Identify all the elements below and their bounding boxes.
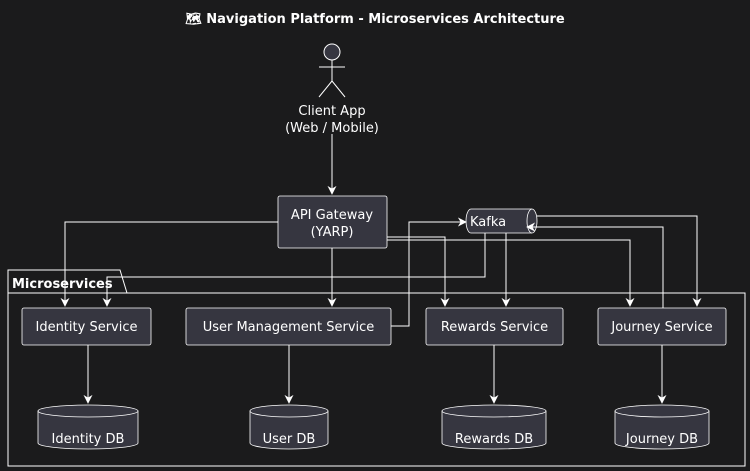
kafka-queue-node (465, 208, 538, 234)
edge-journey-to-kafka (526, 222, 664, 308)
edge-kafka-to-identity (102, 233, 486, 307)
rewards-service-label: Rewards Service (441, 320, 548, 335)
journey-db-label: Journey DB (625, 432, 698, 447)
client-app-label: Client App (298, 104, 365, 119)
rewards-db-label: Rewards DB (455, 432, 533, 447)
kafka-label: Kafka (470, 215, 506, 230)
microservices-package-label: Microservices (12, 277, 113, 292)
identity-db-label: Identity DB (52, 432, 125, 447)
rewards-db-node (441, 404, 547, 450)
client-app-actor (318, 43, 346, 98)
edge-gateway-to-journey (387, 239, 635, 307)
api-gateway-label: API Gateway (291, 208, 373, 223)
journey-db-node (614, 404, 710, 450)
identity-db-node (37, 404, 139, 450)
user-management-service-label: User Management Service (203, 320, 375, 335)
journey-service-label: Journey Service (610, 320, 712, 335)
api-gateway-sublabel: (YARP) (311, 225, 354, 240)
diagram-title: 🗺 Navigation Platform - Microservices Ar… (185, 12, 565, 27)
identity-service-node (21, 307, 152, 346)
user-db-node (249, 404, 329, 450)
edge-gateway-to-identity (60, 221, 278, 307)
identity-service-label: Identity Service (35, 320, 137, 335)
edge-gateway-to-rewards (387, 236, 450, 307)
client-app-sublabel: (Web / Mobile) (285, 121, 379, 136)
user-db-label: User DB (263, 432, 316, 447)
edge-user-management-to-kafka (391, 217, 467, 327)
edge-kafka-to-journey (537, 215, 702, 307)
